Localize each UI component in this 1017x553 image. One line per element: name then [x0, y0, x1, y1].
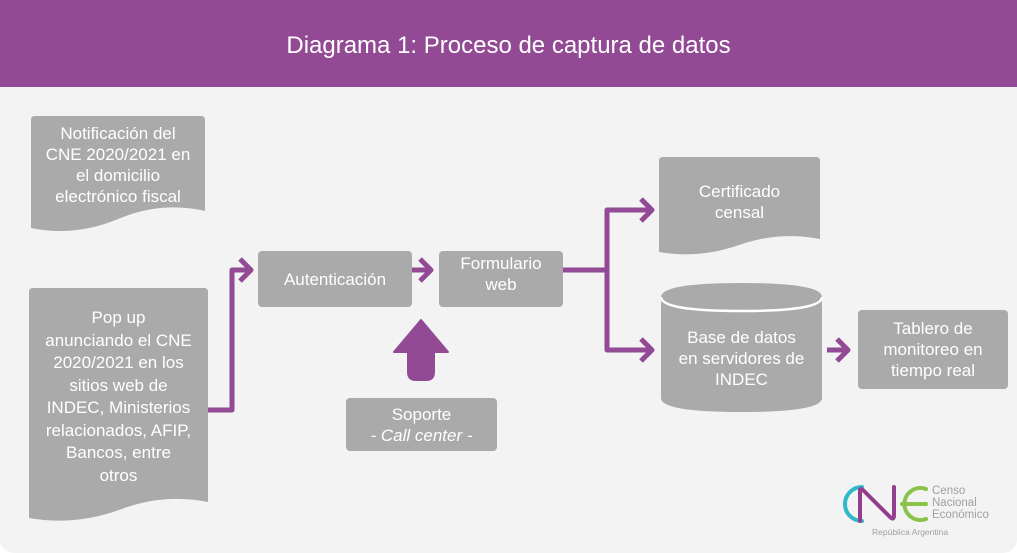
- arrow-popup-autenticacion: [208, 267, 250, 413]
- soporte-label: Soporte: [391, 404, 452, 424]
- diagram-title: Diagrama 1: Proceso de captura de datos: [286, 32, 731, 59]
- base-datos-label: Base de datos en servidores de INDEC: [678, 328, 805, 389]
- node-soporte: Soporte - Call center -: [346, 398, 497, 451]
- cylinder-shape: [661, 283, 822, 412]
- node-base-datos: Base de datos en servidores de INDEC: [661, 283, 822, 412]
- logo-n: [858, 485, 896, 523]
- node-popup: Pop up anunciando el CNE 2020/2021 en lo…: [29, 288, 208, 526]
- notificacion-label: Notificación del CNE 2020/2021 en el dom…: [45, 123, 191, 206]
- arrowhead-basedatos: [639, 337, 655, 363]
- document-shape: [31, 116, 205, 231]
- support-up-arrow: [393, 319, 449, 381]
- node-formulario: Formulario web: [439, 251, 563, 307]
- logo-subtitle: República Argentina: [872, 527, 949, 537]
- arrowhead-certificado: [639, 197, 655, 223]
- header-bar: Diagrama 1: Proceso de captura de datos: [0, 0, 1017, 87]
- logo-line-1: Censo: [932, 485, 966, 497]
- logo-line-2: Nacional: [932, 497, 977, 509]
- arrowhead-formulario: [418, 257, 434, 283]
- arrow-fork-certificado: [604, 207, 651, 270]
- node-tablero: Tablero de monitoreo en tiempo real: [858, 310, 1008, 389]
- arrow-fork-basedatos: [604, 270, 651, 353]
- logo-wordmark: Censo Nacional Económico: [932, 485, 989, 521]
- soporte-sublabel: - Call center -: [370, 425, 473, 445]
- popup-label: Pop up anunciando el CNE 2020/2021 en lo…: [45, 308, 192, 485]
- arrowhead-autenticacion: [238, 257, 254, 283]
- logo-c: [843, 485, 864, 523]
- tablero-label: Tablero de monitoreo en tiempo real: [883, 319, 983, 380]
- node-certificado: Certificado censal: [659, 157, 820, 259]
- logo-e: [900, 486, 928, 522]
- formulario-label: Formulario web: [460, 254, 542, 294]
- arrowhead-tablero: [835, 337, 851, 363]
- document-shape: [29, 288, 208, 521]
- autenticacion-label: Autenticación: [283, 269, 387, 289]
- document-shape: [659, 157, 820, 255]
- node-autenticacion: Autenticación: [258, 251, 412, 307]
- node-notificacion: Notificación del CNE 2020/2021 en el dom…: [31, 116, 205, 237]
- cne-logo: [843, 485, 928, 523]
- certificado-label: Certificado censal: [698, 182, 781, 222]
- logo-line-3: Económico: [932, 509, 989, 521]
